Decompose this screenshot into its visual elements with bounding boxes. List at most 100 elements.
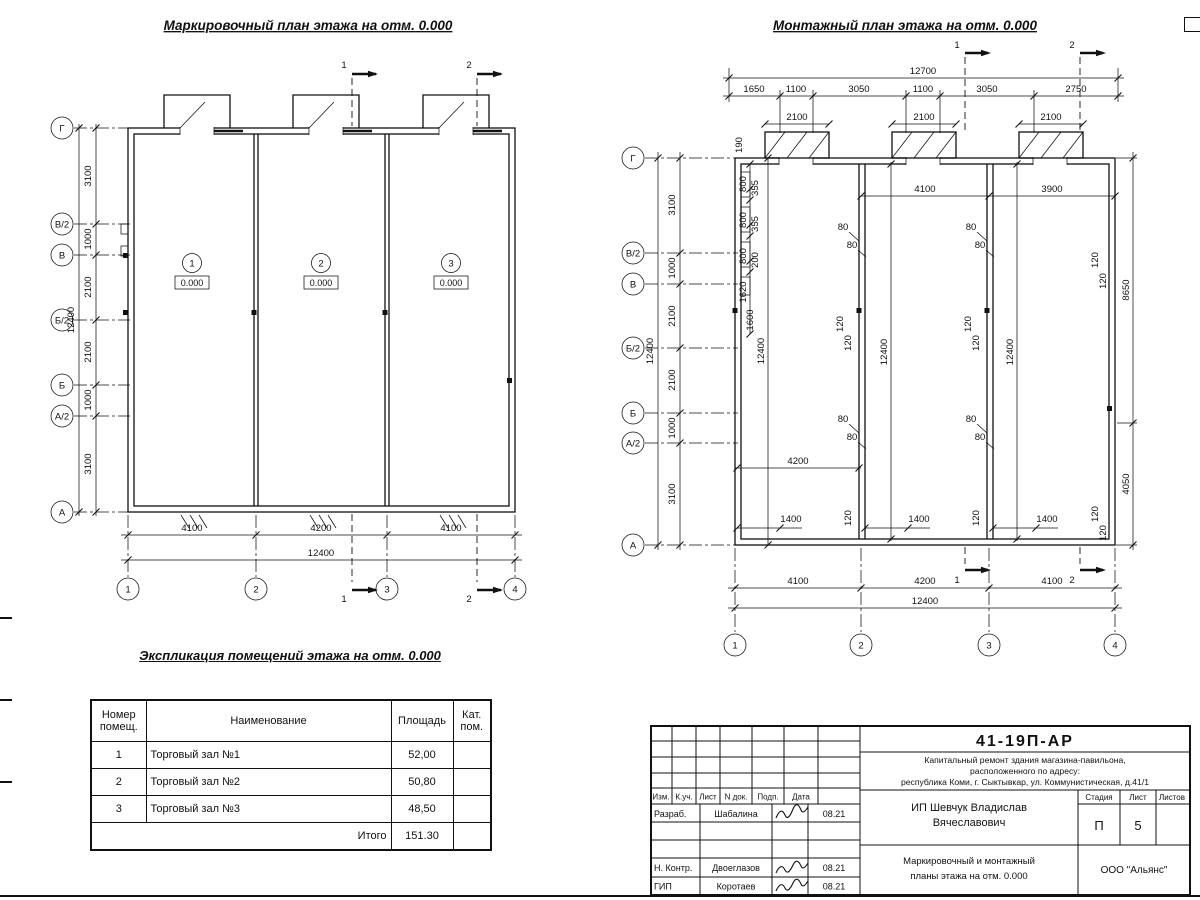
axis-bubble: В: [630, 280, 636, 291]
inner-dims: 800 355 800 355 800 200 1620 1600 12400 …: [732, 153, 1120, 550]
dim: 3050: [848, 84, 869, 95]
dim-total: 12700: [910, 66, 936, 77]
dim: 1100: [913, 84, 933, 95]
dim-total: 12400: [912, 596, 938, 607]
dim: 1000: [83, 228, 94, 249]
dim: 190: [734, 137, 745, 153]
room-tags: 1 0.000 2 0.000 3 0.000: [174, 253, 469, 290]
col-header-area: Площадь: [390, 699, 454, 742]
col-kuch: К.уч.: [675, 793, 692, 802]
dims-bottom: 4100 4200 4100 12400: [728, 548, 1122, 632]
room-area: 48,50: [390, 795, 454, 823]
dim-total: 12400: [308, 548, 334, 559]
dim: 4200: [787, 456, 808, 467]
signature: [775, 860, 809, 874]
axis-bubble: 2: [858, 641, 863, 652]
signer-role: Разраб.: [654, 809, 686, 819]
axis-bubble: 4: [512, 585, 517, 596]
section-label: 2: [1069, 40, 1074, 51]
plans-drawing: Маркировочный план этажа на отм. 0.000 1…: [50, 18, 1138, 657]
dim: 800: [738, 248, 749, 264]
dim: 3100: [667, 194, 678, 215]
client-name-line: Вячеславович: [933, 817, 1006, 829]
section-marks-bottom: 1 2: [341, 514, 503, 605]
signer-role: ГИП: [654, 882, 672, 892]
section-marks-top: 1 2: [341, 60, 503, 126]
dim: 3100: [83, 453, 94, 474]
section-label: 1: [954, 575, 959, 586]
axis-bubble: Б: [59, 381, 65, 392]
dim-total: 12400: [1005, 339, 1016, 365]
dim: 80: [966, 414, 977, 425]
section-label: 2: [466, 594, 471, 605]
dim: 80: [838, 414, 849, 425]
dim: 120: [1090, 252, 1101, 268]
dim: 3050: [976, 84, 997, 95]
signer-role: Н. Контр.: [654, 863, 692, 873]
dim: 80: [847, 240, 858, 251]
dim: 1000: [667, 417, 678, 438]
col-izm: Изм.: [652, 793, 669, 802]
signature: [775, 878, 809, 892]
dim: 1620: [738, 281, 749, 302]
project-description-line: Капитальный ремонт здания магазина-павил…: [924, 755, 1125, 765]
table-row: 1 Торговый зал №1 52,00: [90, 741, 492, 769]
dim: 2100: [83, 276, 94, 297]
room-number: 3: [90, 795, 147, 823]
dim: 80: [966, 222, 977, 233]
axis-bubble: Г: [630, 154, 635, 165]
dim: 2750: [1065, 84, 1086, 95]
room-schedule-title: Экспликация помещений этажа на отм. 0.00…: [139, 648, 441, 663]
title-block-grid: [650, 725, 1190, 896]
dim: 120: [843, 335, 854, 351]
installation-plan-title: Монтажный план этажа на отм. 0.000: [773, 18, 1037, 33]
axis-bubble: А/2: [55, 412, 69, 423]
sheet-label: Лист: [1129, 793, 1147, 802]
axis-bubble: 3: [986, 641, 991, 652]
project-description-line: расположенного по адресу:: [970, 766, 1080, 776]
total-label: Итого: [90, 822, 392, 851]
dim: 1600: [745, 309, 756, 330]
table-row: 2 Торговый зал №2 50,80: [90, 768, 492, 796]
axis-bubble: А/2: [626, 439, 640, 450]
axis-bubble: 1: [732, 641, 737, 652]
dim: 3100: [83, 165, 94, 186]
client-name-line: ИП Шевчук Владислав: [911, 802, 1027, 814]
dim: 4100: [914, 184, 935, 195]
dim: 800: [738, 212, 749, 228]
dim: 2100: [1040, 112, 1061, 123]
room-schedule: Экспликация помещений этажа на отм. 0.00…: [90, 648, 492, 851]
marking-plan: Маркировочный план этажа на отм. 0.000 1…: [50, 18, 527, 605]
dim: 80: [838, 222, 849, 233]
col-axes: 1 2 3 4: [723, 633, 1127, 657]
dim: 1650: [743, 84, 764, 95]
frame-tick: [0, 617, 12, 619]
section-marks-bottom: 1 2: [954, 547, 1106, 586]
stage-label: Стадия: [1085, 793, 1112, 802]
section-label: 1: [341, 594, 346, 605]
title-block: 41-19П-АР Капитальный ремонт здания мага…: [650, 725, 1191, 896]
dim: 2100: [83, 341, 94, 362]
dim: 2100: [667, 369, 678, 390]
dim: 2100: [786, 112, 807, 123]
col-header-category: Кат. пом.: [452, 699, 492, 742]
section-label: 2: [466, 60, 471, 71]
col-header-name: Наименование: [145, 699, 392, 742]
dim: 3900: [1041, 184, 1062, 195]
room-name: Торговый зал №2: [145, 768, 392, 796]
dim: 355: [750, 180, 761, 196]
room-number: 1: [90, 741, 147, 769]
dim: 200: [750, 252, 761, 268]
col-axes: 1 2 3 4: [116, 577, 527, 601]
col-podp: Подп.: [757, 793, 778, 802]
room-elevation: 0.000: [440, 278, 463, 288]
walls: [120, 94, 516, 529]
room-area: 50,80: [390, 768, 454, 796]
dim: 1400: [780, 514, 801, 525]
sheet-value: 5: [1134, 818, 1141, 833]
dim: 4100: [787, 576, 808, 587]
room-name: Торговый зал №3: [145, 795, 392, 823]
frame-tick: [0, 699, 12, 701]
col-data: Дата: [792, 793, 810, 802]
